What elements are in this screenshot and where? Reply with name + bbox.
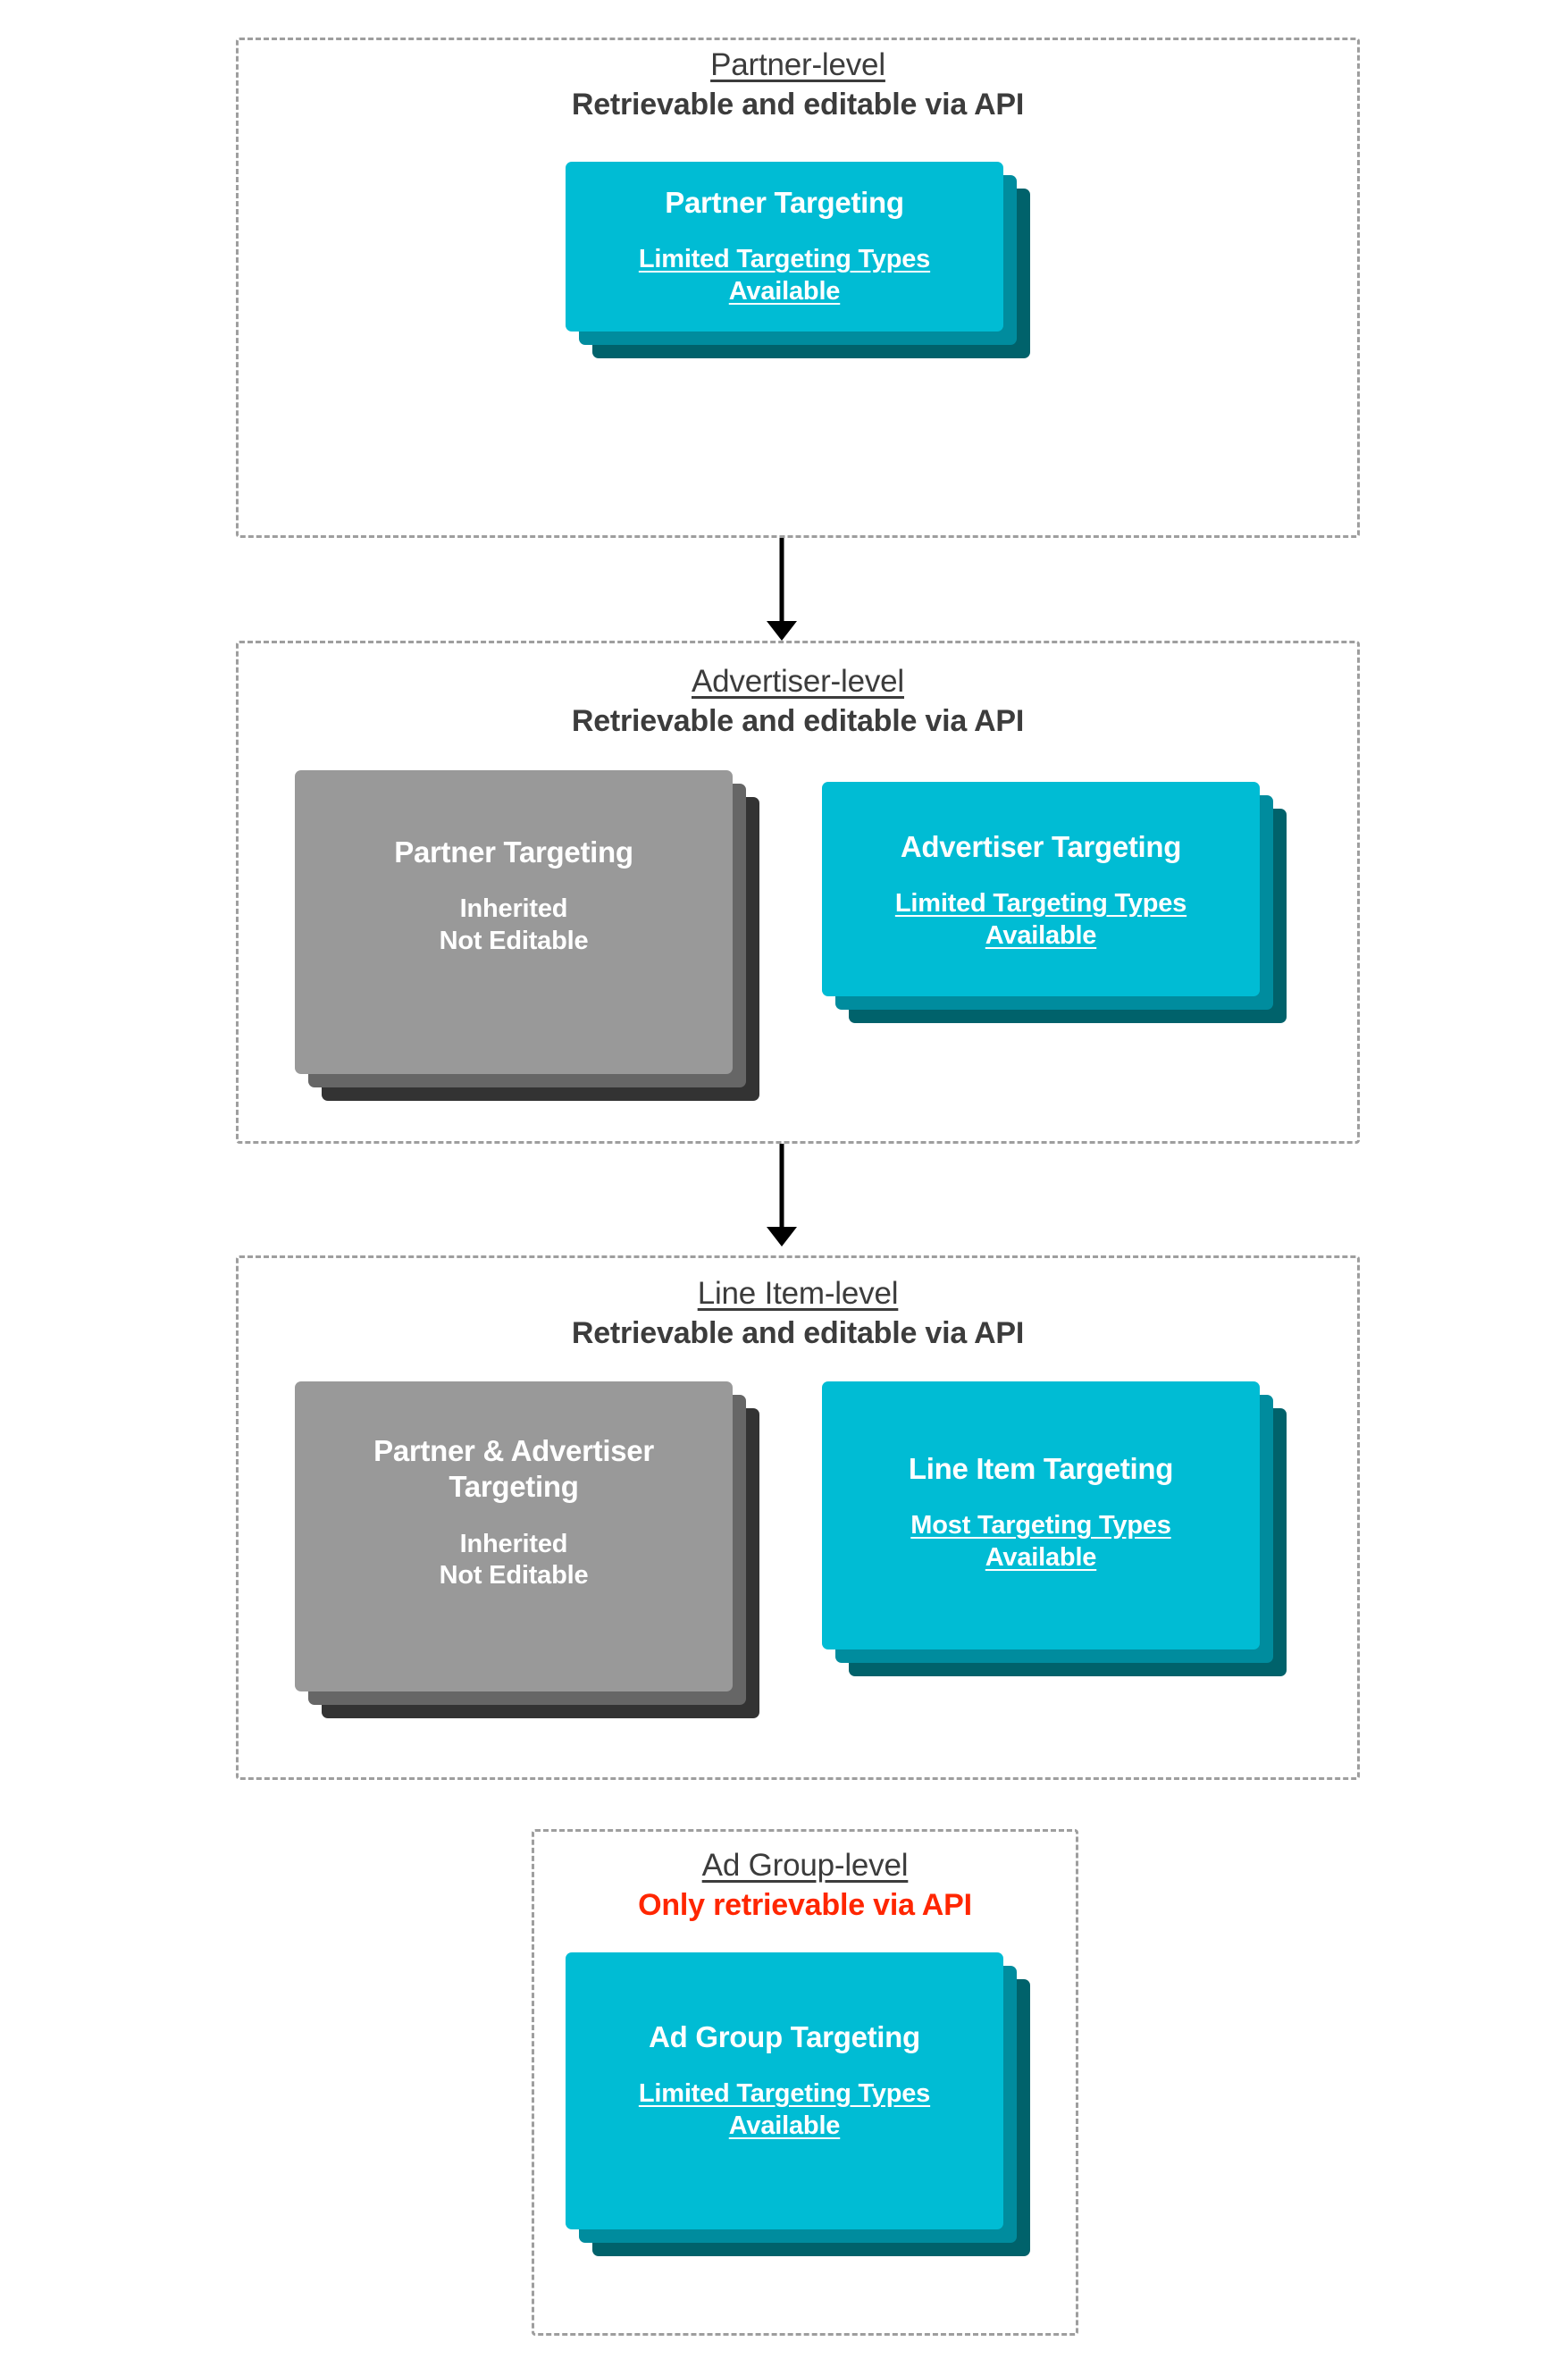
- card-layer-front: Partner & Advertiser Targeting Inherited…: [295, 1381, 733, 1691]
- card-stack-partner-targeting[interactable]: Partner Targeting Limited Targeting Type…: [566, 162, 1030, 358]
- card-note: Limited Targeting Types Available: [638, 245, 931, 306]
- arrow-head: [767, 621, 797, 641]
- arrow-line: [779, 1144, 784, 1229]
- arrow-partner-to-advertiser: [764, 538, 800, 641]
- card-stack-advertiser-targeting[interactable]: Advertiser Targeting Limited Targeting T…: [822, 782, 1287, 1032]
- card-note: Inherited Not Editable: [439, 894, 589, 956]
- level-box-partner: [236, 38, 1360, 538]
- arrow-line: [779, 538, 784, 623]
- card-stack-ad-group-targeting[interactable]: Ad Group Targeting Limited Targeting Typ…: [566, 1952, 1030, 2265]
- card-title: Ad Group Targeting: [649, 2020, 920, 2053]
- arrow-advertiser-to-line-item: [764, 1144, 800, 1246]
- card-note: Inherited Not Editable: [439, 1529, 589, 1591]
- card-note: Limited Targeting Types Available: [894, 889, 1187, 951]
- card-stack-partner-advertiser-targeting-inherited[interactable]: Partner & Advertiser Targeting Inherited…: [295, 1381, 759, 1727]
- card-stack-line-item-targeting[interactable]: Line Item Targeting Most Targeting Types…: [822, 1381, 1287, 1685]
- card-note: Most Targeting Types Available: [910, 1511, 1171, 1573]
- card-stack-partner-targeting-inherited[interactable]: Partner Targeting Inherited Not Editable: [295, 770, 759, 1110]
- card-title: Partner Targeting: [665, 185, 904, 219]
- card-title: Advertiser Targeting: [900, 830, 1182, 863]
- card-title: Line Item Targeting: [908, 1452, 1174, 1485]
- level-box-line-item: [236, 1255, 1360, 1780]
- card-layer-front: Advertiser Targeting Limited Targeting T…: [822, 782, 1260, 996]
- card-layer-front: Ad Group Targeting Limited Targeting Typ…: [566, 1952, 1003, 2229]
- arrow-head: [767, 1227, 797, 1246]
- card-layer-front: Partner Targeting Inherited Not Editable: [295, 770, 733, 1074]
- level-box-advertiser: [236, 641, 1360, 1144]
- card-note: Limited Targeting Types Available: [638, 2079, 931, 2141]
- level-box-ad-group: [532, 1829, 1078, 2336]
- card-title: Partner Targeting: [394, 835, 633, 869]
- card-title: Partner & Advertiser Targeting: [373, 1434, 654, 1504]
- card-layer-front: Line Item Targeting Most Targeting Types…: [822, 1381, 1260, 1649]
- card-layer-front: Partner Targeting Limited Targeting Type…: [566, 162, 1003, 332]
